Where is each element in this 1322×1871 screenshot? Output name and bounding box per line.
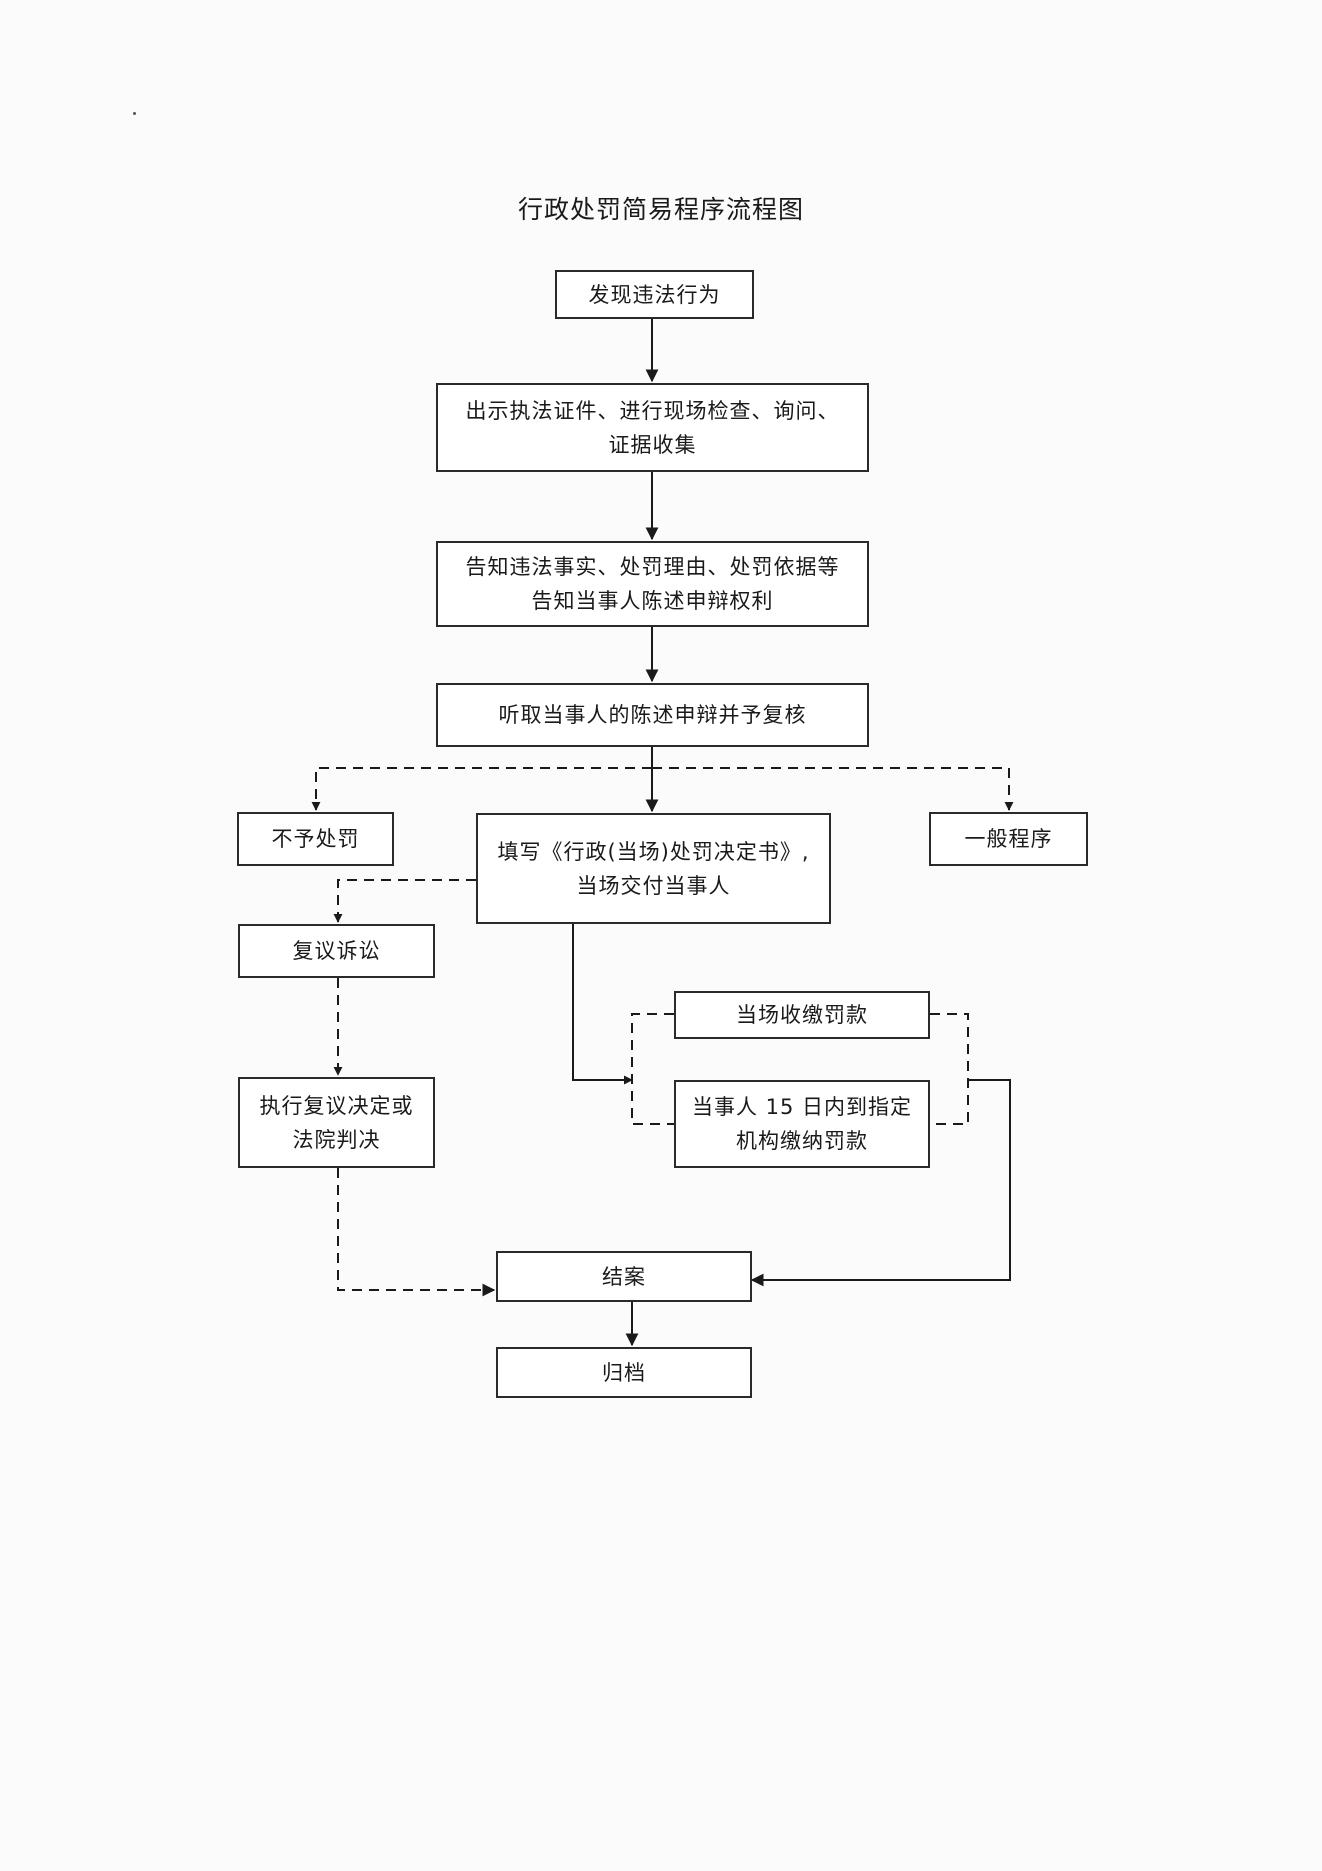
node-no-penalty: 不予处罚	[237, 812, 394, 866]
node-general-procedure-label: 一般程序	[964, 827, 1053, 851]
dashed-bracket-left	[631, 1013, 674, 1125]
node-show-credentials: 出示执法证件、进行现场检查、询问、 证据收集	[436, 383, 869, 472]
node-execute-decision: 执行复议决定或 法院判决	[238, 1077, 435, 1168]
node-notify: 告知违法事实、处罚理由、处罚依据等 告知当事人陈述申辩权利	[436, 541, 869, 627]
scan-speck	[133, 112, 136, 115]
dashed-branch-general	[652, 767, 1014, 811]
node-pay-within-15: 当事人 15 日内到指定 机构缴纳罚款	[674, 1080, 930, 1168]
dashed-fill-to-review	[333, 879, 476, 923]
node-show-credentials-label: 出示执法证件、进行现场检查、询问、 证据收集	[465, 398, 840, 457]
node-review-litigation-label: 复议诉讼	[292, 939, 381, 963]
node-review-litigation: 复议诉讼	[238, 924, 435, 978]
node-close-case-label: 结案	[602, 1264, 646, 1289]
dashed-execute-to-close	[337, 1168, 496, 1297]
node-close-case: 结案	[496, 1251, 752, 1302]
node-general-procedure: 一般程序	[929, 812, 1088, 866]
node-collect-fine-label: 当场收缴罚款	[736, 1003, 868, 1027]
node-archive: 归档	[496, 1347, 752, 1398]
node-hear: 听取当事人的陈述申辩并予复核	[436, 683, 869, 747]
line-payment-to-close	[750, 1079, 1011, 1287]
node-collect-fine: 当场收缴罚款	[674, 991, 930, 1039]
node-execute-decision-label: 执行复议决定或 法院判决	[259, 1093, 414, 1152]
dashed-bracket-right	[930, 1013, 969, 1125]
node-pay-within-15-label: 当事人 15 日内到指定 机构缴纳罚款	[691, 1095, 913, 1153]
line-fill-to-payment	[572, 924, 633, 1085]
node-no-penalty-label: 不予处罚	[271, 827, 360, 851]
node-hear-label: 听取当事人的陈述申辩并予复核	[498, 703, 807, 727]
node-archive-label: 归档	[602, 1360, 646, 1385]
node-notify-label: 告知违法事实、处罚理由、处罚依据等 告知当事人陈述申辩权利	[465, 555, 840, 613]
node-fill-decision: 填写《行政(当场)处罚决定书》, 当场交付当事人	[476, 813, 831, 924]
page-title: 行政处罚简易程序流程图	[517, 195, 804, 224]
node-discover: 发现违法行为	[555, 270, 754, 319]
dashed-branch-no-penalty	[311, 767, 652, 811]
node-discover-label: 发现违法行为	[588, 282, 721, 307]
node-fill-decision-label: 填写《行政(当场)处罚决定书》, 当场交付当事人	[497, 839, 810, 898]
